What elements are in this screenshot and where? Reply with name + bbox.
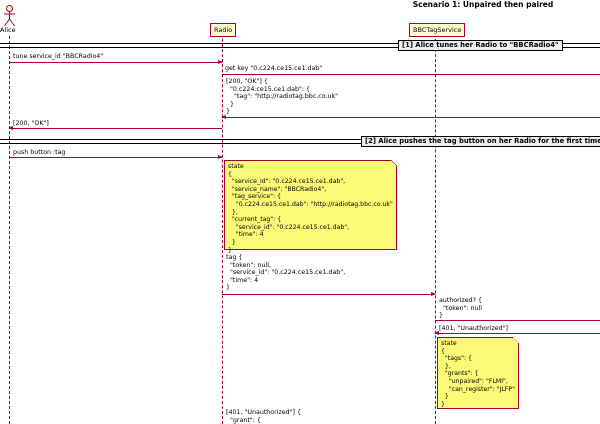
arrow-authorized	[435, 320, 600, 321]
lifeline-radio	[222, 34, 223, 424]
divider-line	[0, 43, 600, 48]
message-authorized: authorized? { "token": null }	[439, 297, 483, 320]
divider-label-2: [2] Alice pushes the tag button on her R…	[361, 136, 600, 147]
participant-tag-service: BBCTagService	[409, 23, 466, 37]
arrow-tune	[9, 60, 223, 64]
actor-icon	[4, 5, 15, 27]
message-unauthorized-grant: [401, "Unauthorized"] { "grant": {	[226, 409, 302, 424]
message-push-button: push button :tag	[13, 149, 66, 156]
arrow-unauthorized	[434, 331, 600, 335]
divider-label-1: [1] Alice tunes her Radio to "BBCRadio4"	[398, 40, 563, 51]
message-get-key: get key "0.c224.ce15.ce1.dab"	[225, 65, 323, 72]
arrow-push-button	[9, 155, 223, 159]
arrow-ok	[8, 126, 222, 130]
note-radio-state: state { "service_id": "0.c224.ce15.ce1.d…	[224, 160, 397, 254]
message-unauthorized: [401, "Unauthorized"]	[439, 325, 509, 332]
participant-alice: Alice	[0, 26, 16, 34]
divider-line	[0, 139, 600, 144]
message-get-key-response: [200, "OK"] { "0.c224.ce15.ce1.dab": { "…	[226, 78, 339, 116]
lifeline-alice	[9, 36, 10, 424]
message-ok: [200, "OK"]	[13, 120, 49, 127]
note-tag-service-state: state { "tags": { }, "grants": { "unpair…	[437, 337, 519, 409]
diagram-title: Scenario 1: Unpaired then paired	[412, 0, 554, 9]
arrow-tag	[222, 292, 436, 296]
lifeline-tag-service	[435, 34, 436, 424]
message-tag: tag { "token": null, "service_id": "0.c2…	[226, 254, 346, 292]
arrow-get-key	[222, 74, 600, 75]
message-tune: tune service_id "BBCRadio4"	[13, 53, 104, 60]
arrow-get-key-response	[221, 115, 600, 119]
participant-radio: Radio	[210, 23, 237, 37]
